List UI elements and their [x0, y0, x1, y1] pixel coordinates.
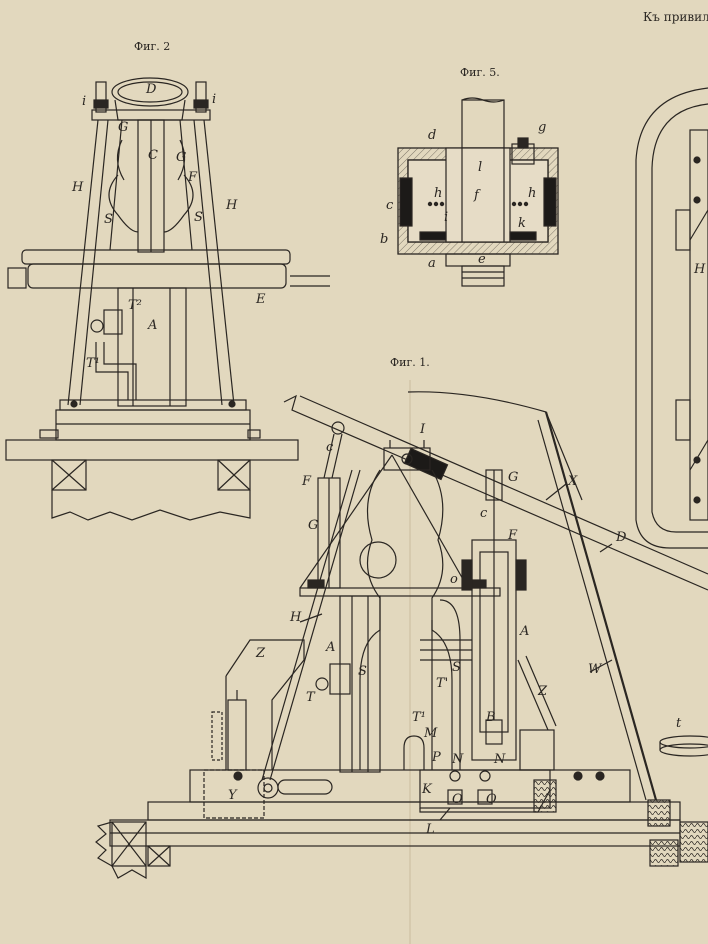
fig2-label-i-right: i: [212, 92, 217, 107]
fig1-label-L: L: [426, 822, 435, 837]
fig5-label-a: a: [428, 256, 436, 271]
fig5-label-h-left: h: [434, 186, 443, 201]
fig1-label-t: t: [676, 716, 682, 731]
fig5-label-f: f: [474, 188, 479, 203]
figure-1-caption: Фиг. 1.: [390, 356, 430, 369]
fig1-label-X: X: [568, 474, 578, 489]
figure-5-caption: Фиг. 5.: [460, 66, 500, 79]
fig5-label-l: l: [478, 160, 483, 175]
fig2-label-T1: T¹: [86, 356, 100, 371]
fig1-label-A-right: A: [520, 624, 530, 639]
fig1-label-F-left: F: [302, 474, 312, 489]
fig1-label-Z-left: Z: [256, 646, 266, 661]
figure-1-drawing: [95, 391, 708, 880]
fig2-label-A: A: [148, 318, 158, 333]
fig2-label-F: F: [188, 170, 198, 185]
fig1-label-K: K: [422, 782, 432, 797]
fig1-label-O-left: O: [452, 792, 463, 807]
fig1-label-Y: Y: [228, 788, 237, 803]
fig1-label-T: T: [306, 690, 315, 705]
fig5-label-d: d: [428, 128, 437, 143]
fig1-label-A-left: A: [326, 640, 336, 655]
fig1-label-I: I: [420, 422, 426, 437]
fig1-label-S-left: S: [358, 664, 367, 679]
fig5-label-i: i: [444, 210, 449, 225]
plate-header: Къ привил: [643, 10, 708, 24]
fig5-label-c: c: [386, 198, 394, 213]
fig5-label-h-right: h: [528, 186, 537, 201]
fig5-label-b: b: [380, 232, 389, 247]
fig2-label-S-left: S: [104, 212, 113, 227]
fig1-label-o: o: [450, 572, 458, 587]
fig1-label-W: W: [588, 662, 602, 677]
fig1-label-G-right: G: [508, 470, 519, 485]
figure-2-caption: Фиг. 2: [134, 40, 171, 53]
fig1-label-S-right: S: [452, 660, 461, 675]
fig2-label-G-right: G: [176, 150, 187, 165]
fig2-label-E: E: [256, 292, 266, 307]
fig1-label-B: B: [486, 710, 496, 725]
figure-2-drawing: [5, 77, 330, 521]
figure-3-partial-drawing: [635, 87, 708, 549]
fig1-label-G-left: G: [308, 518, 319, 533]
fig1-label-N-left: N: [452, 752, 464, 767]
fig1-label-c-lower: c: [480, 506, 488, 521]
fig3-label-H: H: [694, 262, 706, 277]
fig5-label-k: k: [518, 216, 526, 231]
fig2-label-i-left: i: [82, 94, 87, 109]
fig1-label-T1: T¹: [412, 710, 426, 725]
fig1-label-F-right: F: [508, 528, 518, 543]
fig1-label-D: D: [616, 530, 627, 545]
fig1-label-O-right: O: [486, 792, 497, 807]
fig2-label-S-right: S: [194, 210, 203, 225]
fig2-label-T2: T²: [128, 298, 142, 313]
fig5-label-e: e: [478, 252, 486, 267]
fig2-label-H-left: H: [72, 180, 84, 195]
fig2-label-G-left: G: [118, 120, 129, 135]
fig1-label-c-upper: c: [326, 440, 334, 455]
fig1-label-N-right: N: [494, 752, 506, 767]
fig2-label-C: C: [148, 148, 158, 163]
fig5-label-g: g: [538, 120, 547, 135]
fig1-label-P: P: [432, 750, 441, 765]
fig1-label-H: H: [290, 610, 302, 625]
fig1-label-M: M: [424, 726, 438, 741]
fig2-label-H-right: H: [226, 198, 238, 213]
fig1-label-Z-right: Z: [538, 684, 548, 699]
figure-5-drawing: [397, 97, 559, 287]
fig1-label-T-prime: T': [436, 676, 449, 691]
fig2-label-D: D: [146, 82, 157, 97]
